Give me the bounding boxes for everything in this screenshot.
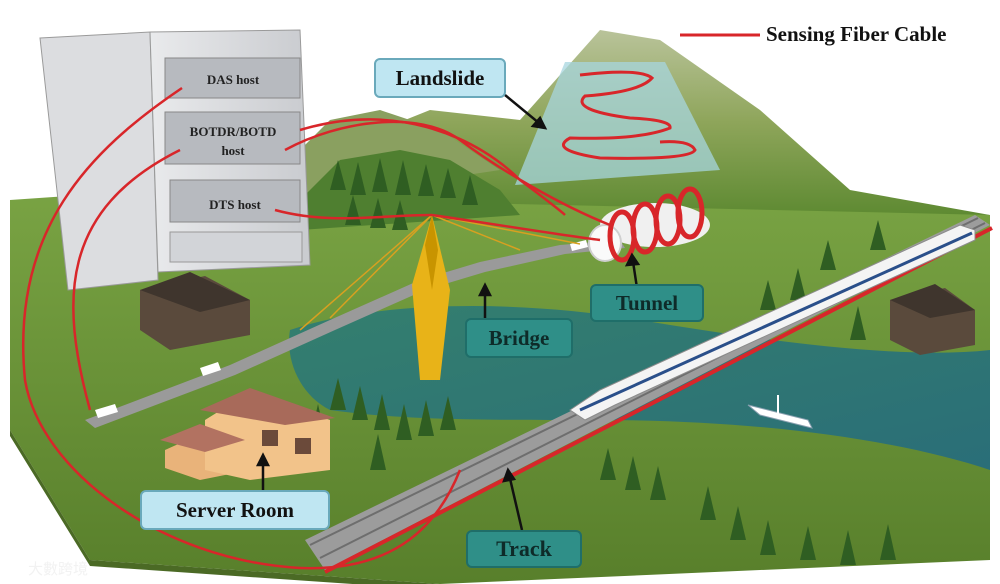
server-room-label: Server Room (140, 490, 330, 530)
bridge-label-text: Bridge (489, 326, 550, 351)
botdr-host-label-line2: host (168, 143, 298, 159)
legend-label: Sensing Fiber Cable (766, 22, 946, 47)
das-host-label: DAS host (168, 72, 298, 88)
track-label: Track (466, 530, 582, 568)
track-label-text: Track (496, 536, 552, 562)
watermark: 大數跨境 (28, 558, 88, 579)
tunnel-label-text: Tunnel (616, 291, 678, 316)
bridge-label: Bridge (465, 318, 573, 358)
botdr-host-label: BOTDR/BOTD (168, 124, 298, 140)
dts-host-label: DTS host (172, 197, 298, 213)
tunnel-label: Tunnel (590, 284, 704, 322)
landslide-label: Landslide (374, 58, 506, 98)
